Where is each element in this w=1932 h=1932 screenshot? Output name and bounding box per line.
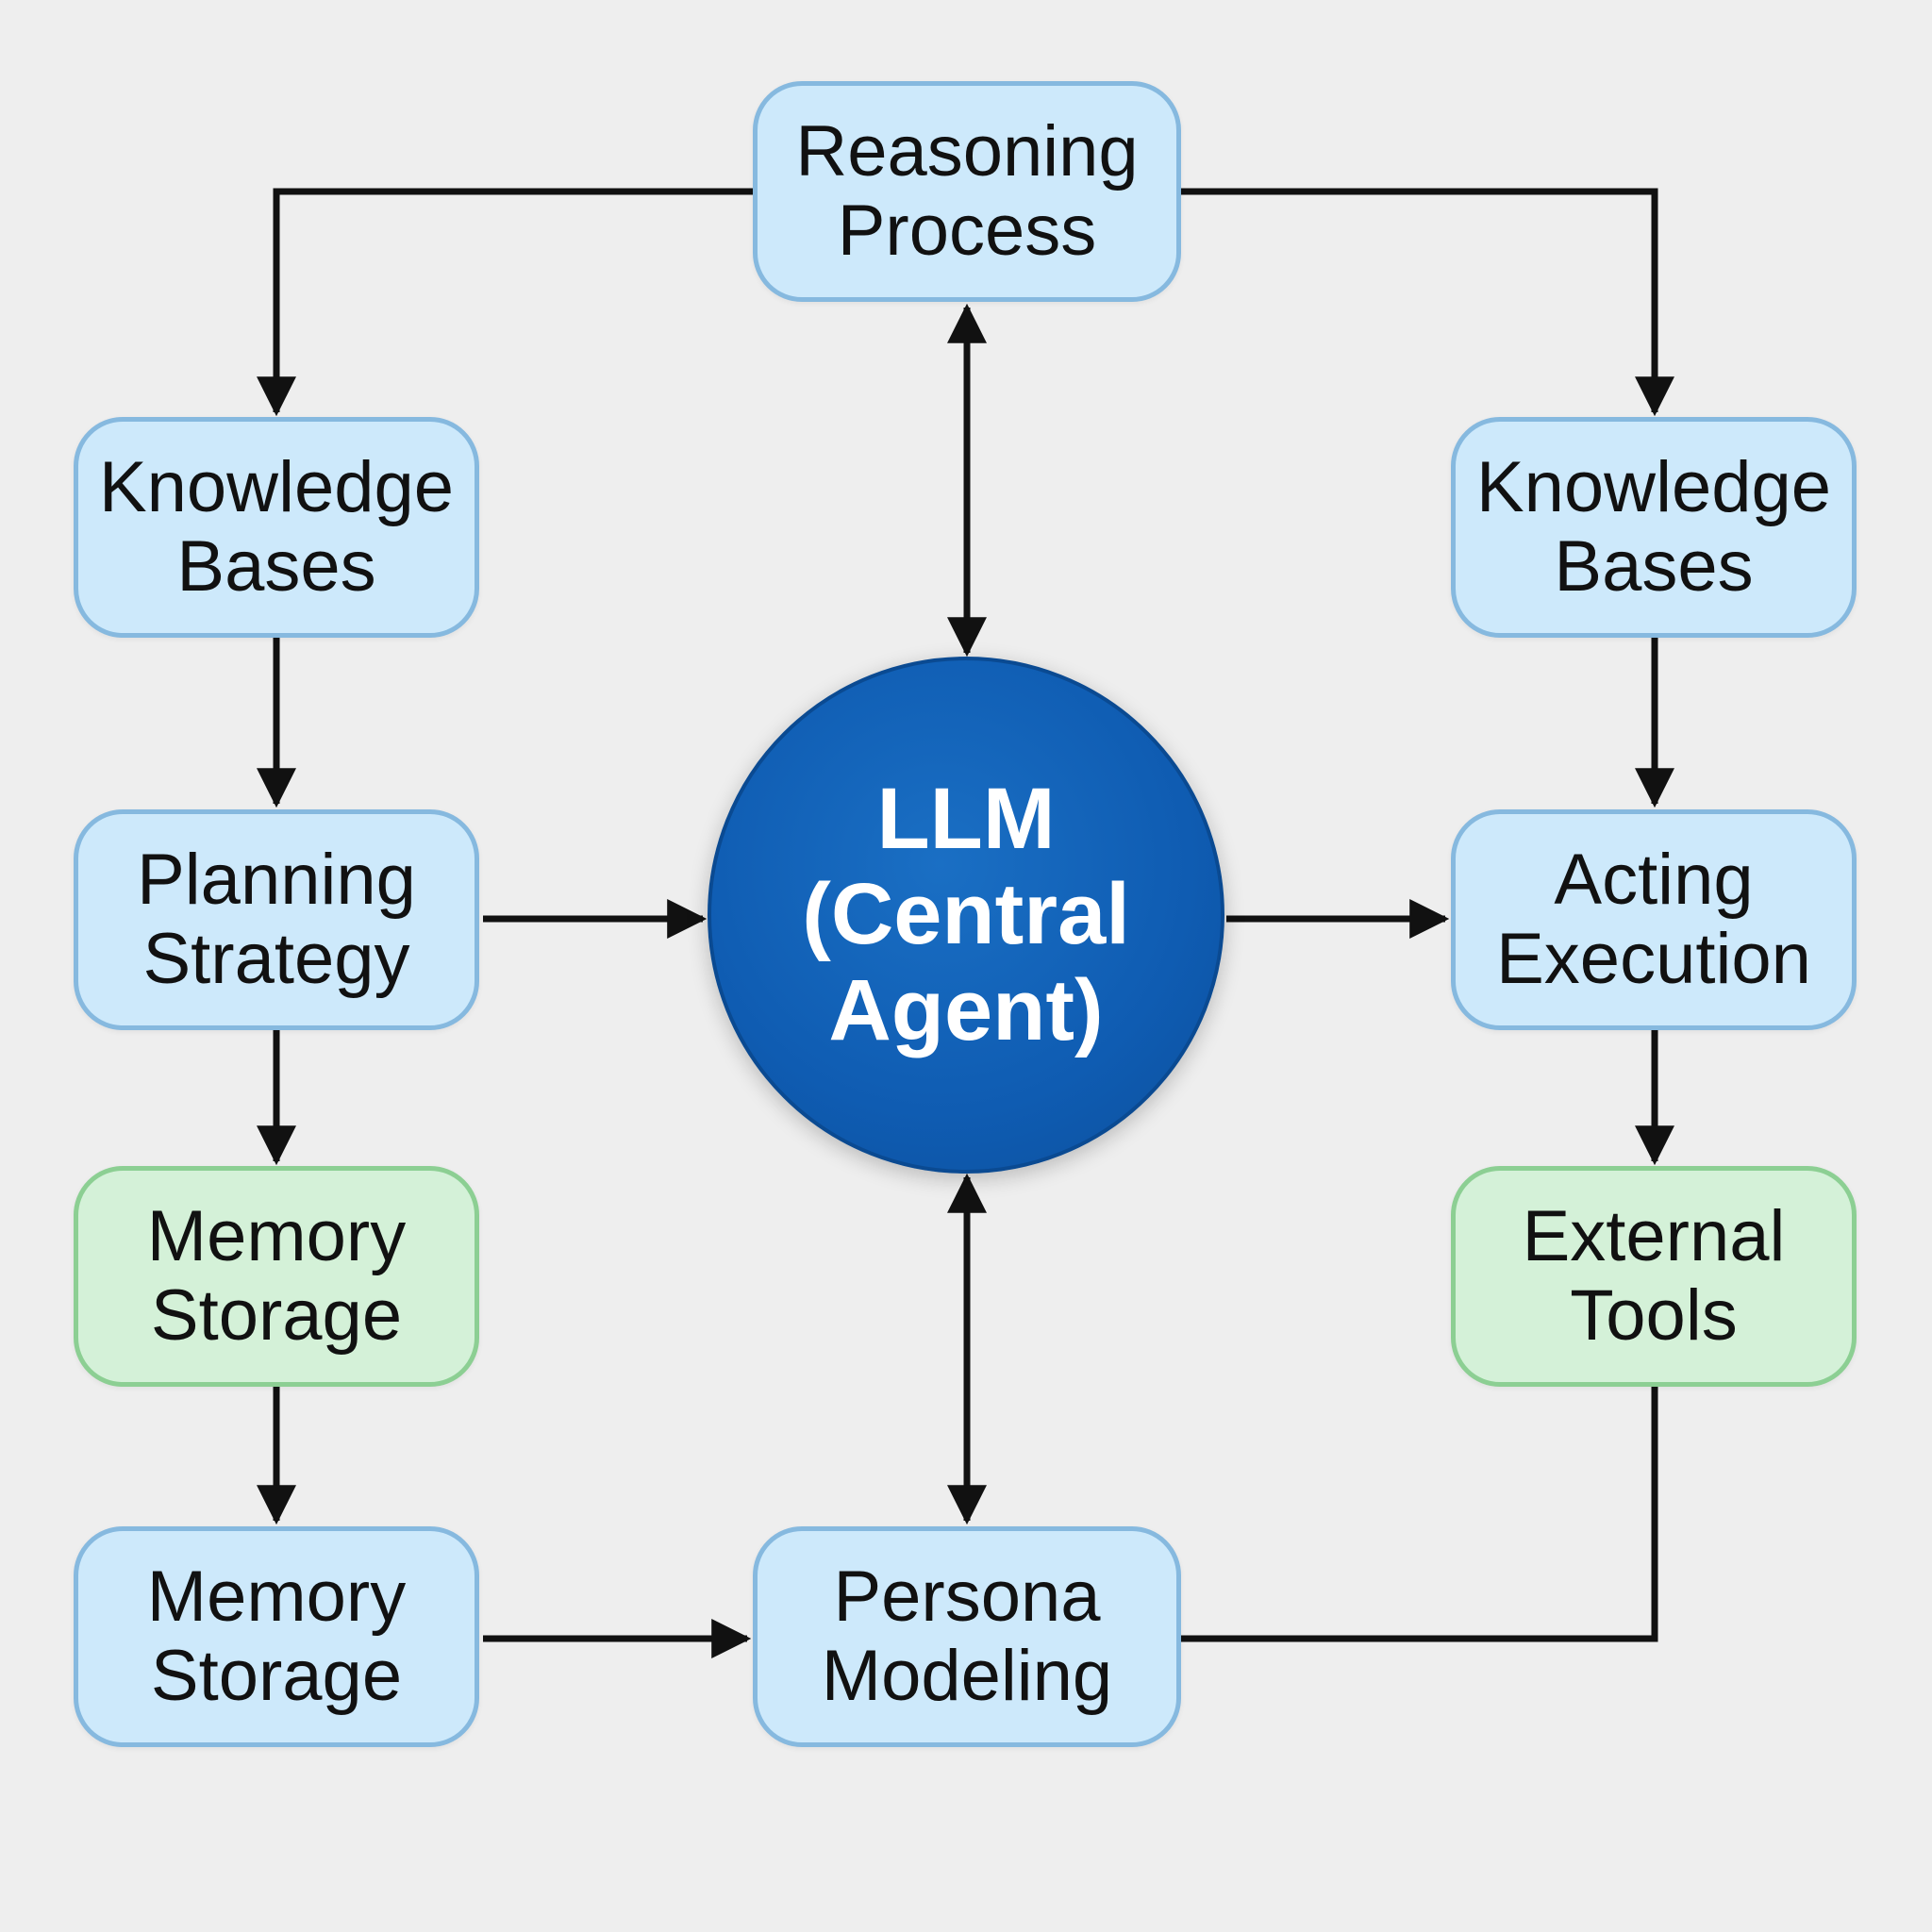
center-label: LLM (Central Agent) [802, 772, 1130, 1058]
node-label-line: Bases [176, 526, 376, 607]
node-label-line: Memory [146, 1557, 407, 1638]
node-label-line: Knowledge [98, 447, 455, 528]
edge-reasoning-to-kb-right [1181, 188, 1674, 417]
node-label-line: Planning [137, 840, 416, 921]
node-label-line: Bases [1554, 526, 1754, 607]
node-label-line: Knowledge [1475, 447, 1832, 528]
node-label-line: Persona [833, 1557, 1101, 1638]
node-label-line: Acting [1554, 840, 1754, 921]
node-knowledge-bases-right: Knowledge Bases [1451, 417, 1857, 638]
edge-reasoning-to-kb-left [257, 188, 753, 417]
node-label-line: Storage [150, 1636, 403, 1716]
node-reasoning-process: Reasoning Process [753, 81, 1181, 302]
node-label: Memory Storage [147, 1557, 406, 1715]
node-label: Acting Execution [1496, 841, 1811, 998]
node-label-line: Execution [1496, 919, 1811, 999]
node-planning-strategy: Planning Strategy [74, 809, 479, 1030]
node-persona-modeling: Persona Modeling [753, 1526, 1181, 1747]
node-memory-storage-upper: Memory Storage [74, 1166, 479, 1387]
node-label-line: Strategy [142, 919, 410, 999]
node-label-line: Tools [1570, 1275, 1738, 1356]
node-label: Memory Storage [147, 1197, 406, 1355]
node-label-line: Storage [150, 1275, 403, 1356]
node-label: Persona Modeling [822, 1557, 1112, 1715]
node-memory-storage-lower: Memory Storage [74, 1526, 479, 1747]
node-acting-execution: Acting Execution [1451, 809, 1857, 1030]
node-llm-central-agent: LLM (Central Agent) [708, 657, 1224, 1174]
center-label-line: (Central [802, 866, 1130, 963]
node-label-line: External [1522, 1196, 1786, 1277]
center-label-line: Agent) [828, 961, 1104, 1058]
node-label: Knowledge Bases [1476, 448, 1831, 606]
node-label: External Tools [1523, 1197, 1786, 1355]
node-external-tools: External Tools [1451, 1166, 1857, 1387]
center-label-line: LLM [876, 771, 1056, 868]
node-label: Knowledge Bases [99, 448, 454, 606]
node-label: Planning Strategy [137, 841, 416, 998]
node-label-line: Process [837, 191, 1097, 271]
node-label-line: Modeling [821, 1636, 1113, 1716]
node-label-line: Memory [146, 1196, 407, 1277]
edge-tools-persona [1181, 1387, 1658, 1642]
node-label-line: Reasoning [795, 111, 1139, 192]
node-label: Reasoning Process [795, 112, 1138, 270]
node-knowledge-bases-left: Knowledge Bases [74, 417, 479, 638]
